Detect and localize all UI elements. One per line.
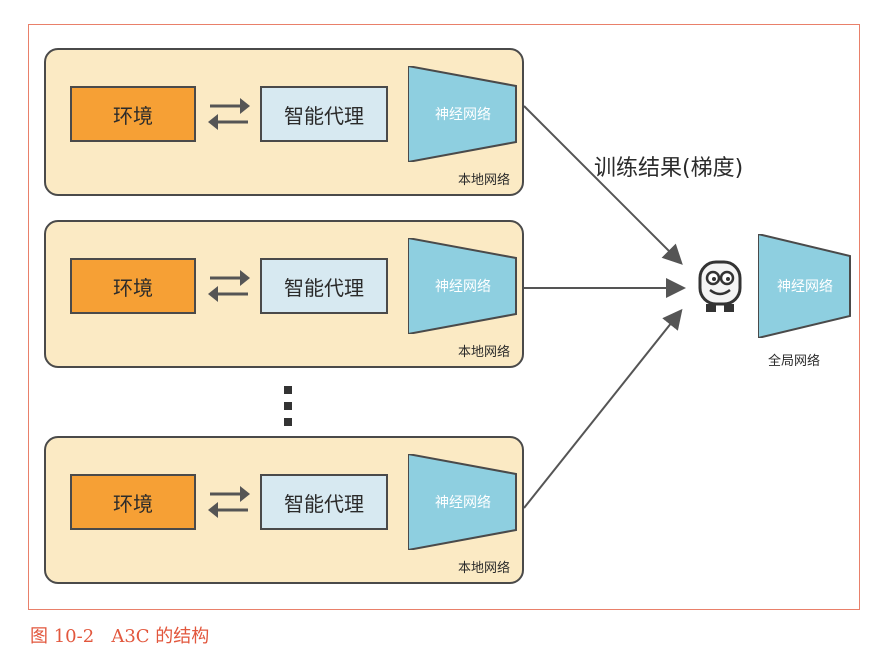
arrow-local3-to-global — [523, 308, 683, 509]
robot-mascot-icon — [698, 260, 742, 312]
agent-box: 智能代理 — [260, 258, 388, 314]
local-network-box-1: 环境 智能代理 神经网络 本地网络 — [44, 48, 524, 196]
neural-network-label: 神经网络 — [435, 495, 491, 511]
agent-box: 智能代理 — [260, 86, 388, 142]
neural-network-icon: 神经网络 — [407, 452, 518, 552]
neural-network-label: 神经网络 — [435, 107, 491, 123]
agent-box: 智能代理 — [260, 474, 388, 530]
local-network-box-3: 环境 智能代理 神经网络 本地网络 — [44, 436, 524, 584]
neural-network-label: 神经网络 — [435, 279, 491, 295]
figure-frame — [28, 24, 860, 610]
exchange-arrows-icon — [208, 486, 250, 518]
local-network-box-2: 环境 智能代理 神经网络 本地网络 — [44, 220, 524, 368]
arrow-local1-to-global — [523, 105, 683, 265]
exchange-arrows-icon — [208, 270, 250, 302]
neural-network-icon: 神经网络 — [407, 236, 518, 336]
global-network-label: 全局网络 — [768, 354, 821, 369]
local-network-label: 本地网络 — [457, 173, 510, 188]
local-network-label: 本地网络 — [457, 345, 510, 360]
environment-box: 环境 — [70, 474, 196, 530]
global-neural-network-label: 神经网络 — [777, 279, 833, 295]
gradient-label: 训练结果(梯度) — [594, 156, 744, 181]
neural-network-icon: 神经网络 — [407, 64, 518, 164]
exchange-arrows-icon — [208, 98, 250, 130]
global-neural-network-icon: 神经网络 — [757, 232, 852, 340]
ellipsis-dots — [284, 386, 292, 434]
local-network-label: 本地网络 — [457, 561, 510, 576]
environment-box: 环境 — [70, 86, 196, 142]
figure-caption: 图 10-2 A3C 的结构 — [30, 626, 210, 647]
environment-box: 环境 — [70, 258, 196, 314]
